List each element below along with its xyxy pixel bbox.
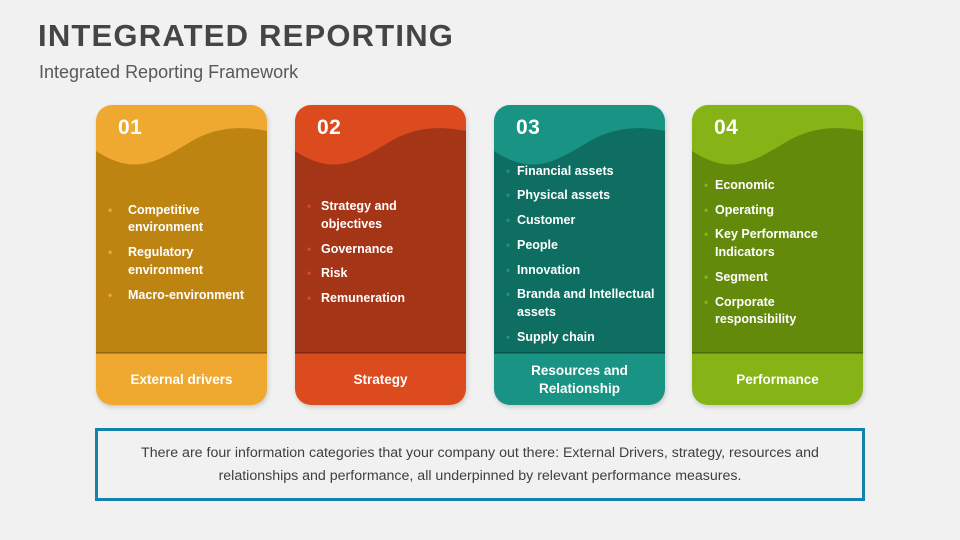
list-item: • Innovation [504, 262, 655, 280]
list-item: • Physical assets [504, 187, 655, 205]
wave-divider-icon [494, 128, 665, 353]
list-item: • Remuneration [305, 290, 456, 308]
card-footer-label: Performance [736, 371, 819, 387]
list-item-label: Key Performance Indicators [715, 227, 818, 260]
bullet-icon: • [108, 202, 113, 217]
framework-card-03[interactable]: 03 • Financial assets • Physical assets … [494, 105, 665, 405]
card-footer-divider [692, 352, 863, 354]
bullet-icon: • [506, 329, 511, 344]
bullet-icon: • [108, 245, 113, 260]
list-item: • Branda and Intellectual assets [504, 286, 655, 322]
bullet-icon: • [506, 188, 511, 203]
list-item-label: Remuneration [321, 291, 406, 306]
card-body [494, 105, 665, 353]
bullet-icon: • [307, 266, 312, 281]
card-body [295, 105, 466, 353]
card-number: 03 [516, 116, 541, 139]
card-bullet-list: • Competitive environment • Regulatory e… [96, 155, 267, 351]
framework-card-04[interactable]: 04 • Economic • Operating • Key Performa… [692, 105, 863, 405]
list-item-label: Physical assets [517, 188, 611, 203]
list-item: • Operating [702, 202, 853, 220]
bullet-icon: • [704, 227, 709, 242]
bullet-icon: • [506, 213, 511, 227]
framework-card-02[interactable]: 02 • Strategy and objectives • Governanc… [295, 105, 466, 405]
card-number: 02 [317, 116, 342, 139]
wave-divider-icon [96, 128, 267, 353]
list-item-label: Segment [715, 269, 768, 284]
list-item-label: Innovation [517, 262, 581, 277]
card-bullet-list: • Economic • Operating • Key Performance… [692, 155, 863, 351]
caption-box: There are four information categories th… [95, 428, 865, 501]
card-footer-divider [96, 352, 267, 354]
list-item-label: Operating [715, 202, 775, 217]
list-item-label: Strategy and objectives [321, 199, 397, 231]
card-body [96, 105, 267, 353]
list-item: • Strategy and objectives [305, 198, 456, 234]
list-item-label: Regulatory environment [128, 245, 204, 277]
caption-text: There are four information categories th… [141, 444, 819, 484]
list-item-label: Customer [517, 213, 576, 227]
bullet-icon: • [307, 199, 312, 214]
list-item-label: Governance [321, 241, 394, 256]
list-item: • Supply chain [504, 329, 655, 347]
bullet-icon: • [704, 269, 709, 284]
list-item: • Risk [305, 265, 456, 283]
list-item-label: People [517, 237, 558, 252]
list-item-label: Corporate responsibility [715, 294, 797, 327]
bullet-icon: • [506, 237, 511, 252]
card-footer-label: Strategy [353, 371, 408, 387]
list-item: • Segment [702, 269, 853, 287]
list-item-label: Branda and Intellectual assets [517, 287, 655, 319]
list-item: • Macro-environment [106, 287, 257, 305]
wave-divider-icon [692, 128, 863, 353]
bullet-icon: • [307, 291, 312, 306]
list-item: • People [504, 237, 655, 255]
card-footer-label: External drivers [130, 371, 233, 387]
page-subtitle: Integrated Reporting Framework [39, 62, 299, 82]
list-item-label: Supply chain [517, 329, 595, 344]
framework-card-01[interactable]: 01 • Competitive environment • Regulator… [96, 105, 267, 405]
list-item-label: Risk [321, 266, 348, 281]
bullet-icon: • [108, 287, 113, 302]
list-item: • Financial assets [504, 163, 655, 181]
list-item: • Competitive environment [106, 202, 257, 238]
card-number: 01 [118, 116, 143, 139]
bullet-icon: • [704, 177, 709, 192]
card-footer-label: Resources and Relationship [531, 362, 628, 396]
card-footer-divider [494, 352, 665, 354]
card-footer-divider [295, 352, 466, 354]
card-body [692, 105, 863, 353]
card-bullet-list: • Strategy and objectives • Governance •… [295, 155, 466, 351]
list-item-label: Macro-environment [128, 287, 244, 302]
page-title: INTEGRATED REPORTING [38, 18, 455, 53]
list-item: • Regulatory environment [106, 244, 257, 280]
wave-divider-icon [295, 128, 466, 353]
list-item: • Governance [305, 241, 456, 259]
list-item: • Economic [702, 177, 853, 195]
bullet-icon: • [704, 294, 709, 309]
list-item: • Corporate responsibility [702, 294, 853, 330]
bullet-icon: • [704, 202, 709, 217]
list-item: • Customer [504, 212, 655, 230]
bullet-icon: • [307, 241, 312, 256]
bullet-icon: • [506, 262, 511, 277]
list-item-label: Financial assets [517, 163, 614, 178]
bullet-icon: • [506, 287, 511, 302]
card-bullet-list: • Financial assets • Physical assets • C… [494, 155, 665, 351]
card-number: 04 [714, 116, 739, 139]
list-item: • Key Performance Indicators [702, 226, 853, 262]
bullet-icon: • [506, 163, 511, 178]
list-item-label: Economic [715, 177, 775, 192]
list-item-label: Competitive environment [128, 202, 204, 235]
